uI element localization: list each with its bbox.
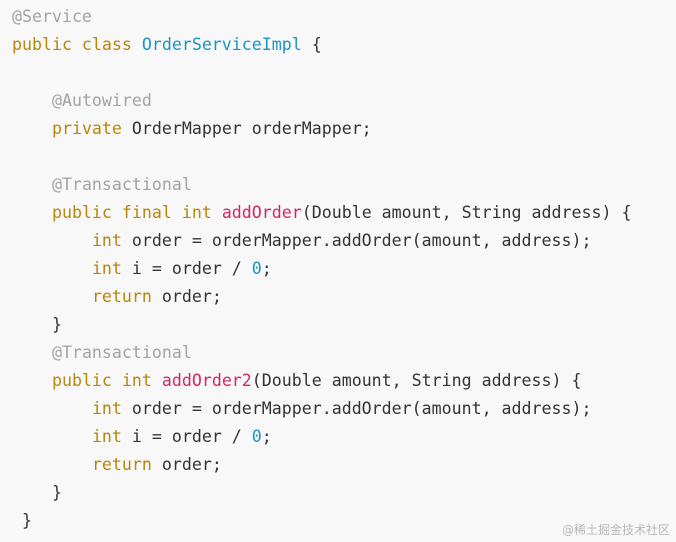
watermark: @稀土掘金技术社区	[561, 523, 670, 537]
code-token-plain	[12, 343, 52, 362]
code-token-number: 0	[251, 427, 262, 446]
code-line: public class OrderServiceImpl {	[12, 31, 676, 59]
code-token-keyword: return	[91, 455, 162, 474]
code-token-plain: }	[12, 511, 32, 530]
code-token-plain	[12, 231, 92, 250]
code-line: return order;	[12, 451, 676, 479]
code-line: }	[12, 479, 676, 507]
code-token-plain: order;	[161, 287, 222, 306]
code-token-plain	[12, 91, 52, 110]
code-token-plain: (Double amount, String address) {	[251, 371, 582, 390]
code-token-keyword: int	[91, 259, 132, 278]
code-line: public final int addOrder(Double amount,…	[12, 199, 676, 227]
code-token-plain	[12, 399, 92, 418]
code-token-plain	[12, 371, 52, 390]
code-line: return order;	[12, 283, 676, 311]
code-line: int i = order / 0;	[12, 255, 676, 283]
code-token-keyword: public class	[12, 35, 142, 54]
code-token-annotation: @Service	[12, 7, 92, 26]
code-token-plain: }	[12, 483, 62, 502]
code-token-annotation: @Transactional	[51, 343, 192, 362]
code-token-plain: ;	[261, 259, 272, 278]
code-line: private OrderMapper orderMapper;	[12, 115, 676, 143]
code-token-keyword: public final int	[51, 203, 222, 222]
code-token-class: OrderServiceImpl	[141, 35, 302, 54]
code-line	[12, 59, 676, 87]
code-token-annotation: @Transactional	[51, 175, 192, 194]
code-token-keyword: public int	[51, 371, 162, 390]
code-token-method: addOrder2	[161, 371, 252, 390]
code-line: }	[12, 507, 676, 535]
code-token-plain: i = order /	[131, 427, 252, 446]
code-token-plain	[12, 175, 52, 194]
code-token-plain: order;	[161, 455, 222, 474]
code-line: }	[12, 311, 676, 339]
code-token-plain	[12, 259, 92, 278]
code-token-plain: {	[301, 35, 322, 54]
code-token-keyword: private	[51, 119, 132, 138]
code-line: @Transactional	[12, 339, 676, 367]
code-line: int order = orderMapper.addOrder(amount,…	[12, 395, 676, 423]
code-line: int order = orderMapper.addOrder(amount,…	[12, 227, 676, 255]
code-line	[12, 143, 676, 171]
code-token-keyword: return	[91, 287, 162, 306]
code-token-keyword: int	[91, 231, 132, 250]
code-token-plain	[12, 427, 92, 446]
code-token-plain	[12, 203, 52, 222]
code-token-annotation: @Autowired	[51, 91, 152, 110]
code-line: @Service	[12, 3, 676, 31]
code-token-plain: (Double amount, String address) {	[301, 203, 632, 222]
code-token-plain	[12, 455, 92, 474]
code-token-plain: order = orderMapper.addOrder(amount, add…	[131, 399, 592, 418]
code-token-plain: }	[12, 315, 62, 334]
code-token-keyword: int	[91, 427, 132, 446]
code-token-keyword: int	[91, 399, 132, 418]
code-line: @Autowired	[12, 87, 676, 115]
code-token-plain	[12, 119, 52, 138]
code-token-plain: i = order /	[131, 259, 252, 278]
code-token-number: 0	[251, 259, 262, 278]
code-line: @Transactional	[12, 171, 676, 199]
code-token-plain: OrderMapper orderMapper;	[131, 119, 372, 138]
code-token-method: addOrder	[221, 203, 302, 222]
code-token-plain: order = orderMapper.addOrder(amount, add…	[131, 231, 592, 250]
code-line: public int addOrder2(Double amount, Stri…	[12, 367, 676, 395]
code-token-plain	[12, 287, 92, 306]
code-token-plain: ;	[261, 427, 272, 446]
code-line: int i = order / 0;	[12, 423, 676, 451]
